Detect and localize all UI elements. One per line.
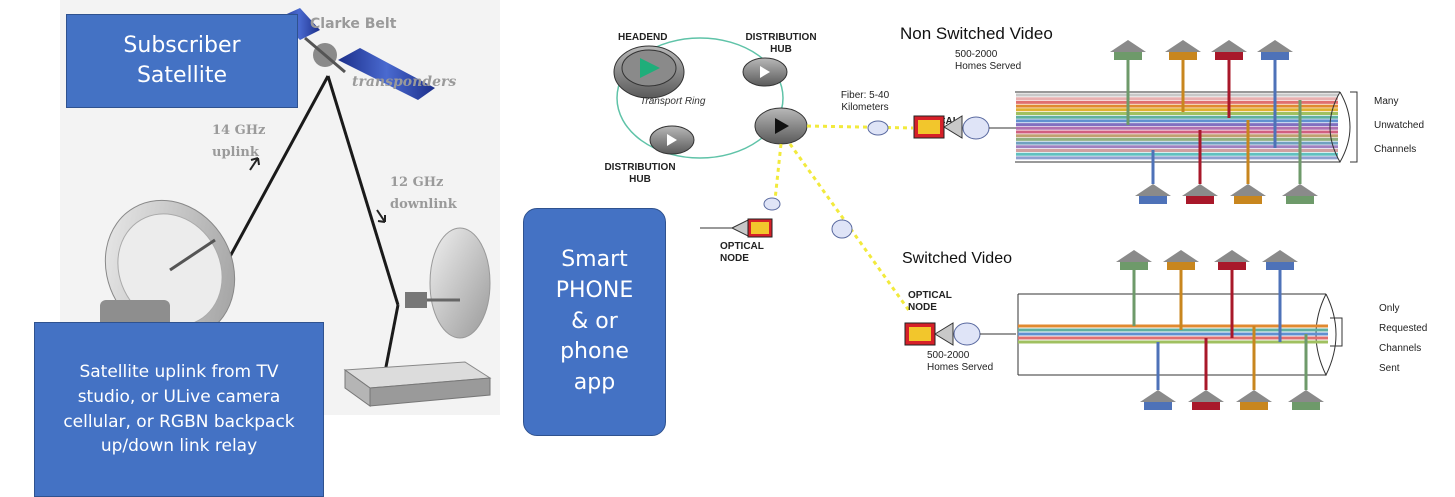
optical-node-left-icon xyxy=(700,218,773,238)
switched-channel-bundle xyxy=(1018,324,1328,344)
non-switched-bracket xyxy=(1350,91,1358,163)
subscriber-satellite-box: Subscriber Satellite xyxy=(66,14,298,108)
fiber-to-node xyxy=(806,124,914,130)
clarke-belt-label: Clarke Belt xyxy=(310,16,397,32)
downlink-beam xyxy=(326,75,400,306)
dist-hub-top-icon xyxy=(742,57,788,87)
smart-phone-text: Smart PHONE & or phone app xyxy=(555,247,634,396)
house-icon xyxy=(1214,250,1250,338)
switched-title: Switched Video xyxy=(902,250,1012,267)
house-icon xyxy=(1135,150,1171,204)
dist-hub-left-icon xyxy=(649,125,695,155)
fiber-to-switched-node xyxy=(788,143,912,313)
smart-phone-box: Smart PHONE & or phone app xyxy=(523,208,666,436)
optical-node-switched-icon xyxy=(904,322,981,346)
house-icon xyxy=(1140,342,1176,410)
set-top-box-icon xyxy=(343,361,492,407)
uplink-caption-text: Satellite uplink from TV studio, or ULiv… xyxy=(63,362,295,457)
non-switched-title: Non Switched Video xyxy=(900,24,1053,43)
subscriber-satellite-text: Subscriber Satellite xyxy=(123,33,241,88)
main-hub-icon xyxy=(754,107,808,145)
switched-homes xyxy=(1116,250,1324,410)
non-switched-cable-outline xyxy=(1015,91,1351,164)
fiber-splice-icon xyxy=(763,197,781,211)
house-icon xyxy=(1182,130,1218,204)
house-icon xyxy=(1188,338,1224,410)
headend-label: HEADEND xyxy=(618,32,667,43)
transport-ring-label: Transport Ring xyxy=(640,96,706,107)
house-icon xyxy=(1262,250,1298,342)
uplink-caption-box: Satellite uplink from TV studio, or ULiv… xyxy=(34,322,324,497)
receiver-cable xyxy=(383,304,400,373)
house-icon xyxy=(1236,326,1272,410)
uplink-arrow-icon xyxy=(249,157,260,171)
house-icon xyxy=(1116,250,1152,326)
house-icon xyxy=(1288,334,1324,410)
fiber-to-left-node xyxy=(773,143,783,201)
switched-bracket xyxy=(1330,317,1343,347)
transport-ring xyxy=(616,37,784,159)
house-icon xyxy=(1110,40,1146,125)
non-switched-homes xyxy=(1110,40,1318,204)
house-icon xyxy=(1211,40,1247,118)
house-icon xyxy=(1163,250,1199,330)
downlink-arrow-icon xyxy=(376,209,386,223)
house-icon xyxy=(1230,120,1266,204)
home-dish-icon xyxy=(405,227,491,339)
house-icon xyxy=(1165,40,1201,112)
non-switched-channel-bundle xyxy=(1016,93,1338,160)
uplink-beam xyxy=(218,75,330,276)
house-icon xyxy=(1257,40,1293,148)
house-icon xyxy=(1282,100,1318,204)
headend-icon xyxy=(613,45,685,99)
optical-node-icon xyxy=(913,115,990,140)
fiber-splice-icon xyxy=(831,219,853,239)
transponders-label: transponders xyxy=(352,74,456,90)
fiber-splice-icon xyxy=(867,120,889,136)
